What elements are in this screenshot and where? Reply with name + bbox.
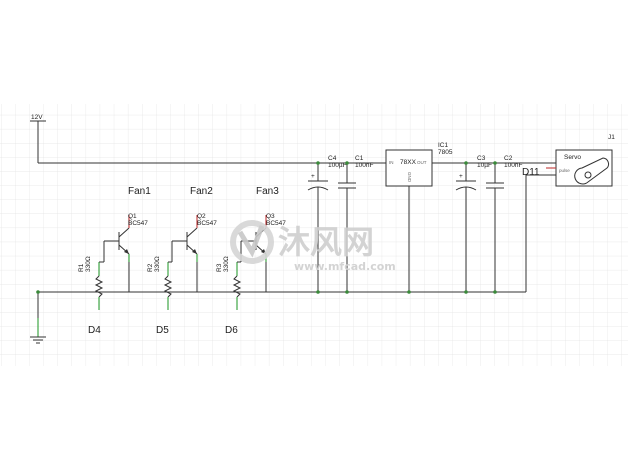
c3-value: 10µF xyxy=(477,162,492,169)
watermark-url: www.mfcad.com xyxy=(294,260,396,273)
node-c3-top xyxy=(464,161,468,165)
supply-12v[interactable]: 12V xyxy=(30,114,46,163)
node-c2-bottom xyxy=(493,290,497,294)
q3-ref: Q3 xyxy=(266,213,275,220)
fan-stage-2: Fan2 Q2 BC547 R2 330Ω D5 xyxy=(147,186,217,336)
c1-ref: C1 xyxy=(355,155,364,162)
grid-area xyxy=(0,104,628,366)
supply-label: 12V xyxy=(31,114,43,121)
ic1-pin-in: IN xyxy=(389,160,394,165)
fan-stage-1: Fan1 Q1 BC547 R1 330Ω D4 xyxy=(78,186,151,336)
ic1-body: 78XX xyxy=(400,159,417,166)
resistor-r2[interactable]: R2 330Ω xyxy=(147,256,173,310)
servo-horn-icon xyxy=(574,157,610,185)
resistor-r1[interactable]: R1 330Ω xyxy=(78,256,104,310)
r3-ref: R3 xyxy=(216,263,223,272)
regulator-ic1[interactable]: IN OUT 78XX GND IC1 7805 xyxy=(385,142,453,292)
q1-part: BC547 xyxy=(128,220,148,227)
c2-value: 100nF xyxy=(504,162,522,169)
node-c1-bottom xyxy=(345,290,349,294)
capacitor-c3[interactable]: + C3 10µF xyxy=(455,155,492,292)
r1-ref: R1 xyxy=(78,263,85,272)
diode-label-d4: D4 xyxy=(88,325,101,336)
ic1-part: 7805 xyxy=(438,149,453,156)
c4-value: 100µF xyxy=(328,162,347,169)
node-c4-bottom xyxy=(316,290,320,294)
node-c2-top xyxy=(493,161,497,165)
capacitor-c4[interactable]: + C4 100µF xyxy=(307,155,347,292)
servo-j1[interactable]: Servo pulse J1 D11 xyxy=(522,134,615,292)
ground-node xyxy=(36,290,40,294)
servo-label: Servo xyxy=(564,154,581,161)
capacitor-c1[interactable]: C1 100nF xyxy=(338,155,373,292)
transistor-q2[interactable]: Q2 BC547 xyxy=(172,213,217,262)
node-c3-bottom xyxy=(464,290,468,294)
node-c4-top xyxy=(316,161,320,165)
watermark: 沐风网 www.mfcad.com xyxy=(230,220,396,273)
fan-label-2: Fan2 xyxy=(190,186,213,197)
servo-ref: J1 xyxy=(608,134,615,141)
fan-label-1: Fan1 xyxy=(128,186,151,197)
r2-value: 330Ω xyxy=(154,256,161,272)
servo-pin-pulse: pulse xyxy=(559,168,570,173)
capacitor-c2[interactable]: C2 100nF xyxy=(486,155,522,292)
q1-ref: Q1 xyxy=(128,213,137,220)
ic1-ref: IC1 xyxy=(438,142,449,149)
c2-ref: C2 xyxy=(504,155,513,162)
diode-label-d11: D11 xyxy=(522,167,540,178)
resistor-r3[interactable]: R3 330Ω xyxy=(216,256,242,310)
ic1-pin-gnd: GND xyxy=(407,172,412,183)
ground-symbol[interactable] xyxy=(30,318,46,344)
c1-value: 100nF xyxy=(355,162,373,169)
servo-hub-icon xyxy=(584,171,592,179)
node-c1-top xyxy=(345,161,349,165)
q2-ref: Q2 xyxy=(197,213,206,220)
r1-value: 330Ω xyxy=(85,256,92,272)
watermark-cn: 沐风网 xyxy=(278,223,374,261)
r2-ref: R2 xyxy=(147,263,154,272)
c3-ref: C3 xyxy=(477,155,486,162)
c3-polarity: + xyxy=(459,173,463,180)
node-ic1-gnd xyxy=(407,290,411,294)
q2-part: BC547 xyxy=(197,220,217,227)
c4-ref: C4 xyxy=(328,155,337,162)
diode-label-d5: D5 xyxy=(156,325,169,336)
q3-part: BC547 xyxy=(266,220,286,227)
c4-polarity: + xyxy=(311,173,315,180)
r3-value: 330Ω xyxy=(223,256,230,272)
fan-label-3: Fan3 xyxy=(256,186,279,197)
transistor-q1[interactable]: Q1 BC547 xyxy=(104,213,148,262)
diode-label-d6: D6 xyxy=(225,325,238,336)
watermark-logo-icon xyxy=(230,220,274,264)
ic1-pin-out: OUT xyxy=(417,160,427,165)
